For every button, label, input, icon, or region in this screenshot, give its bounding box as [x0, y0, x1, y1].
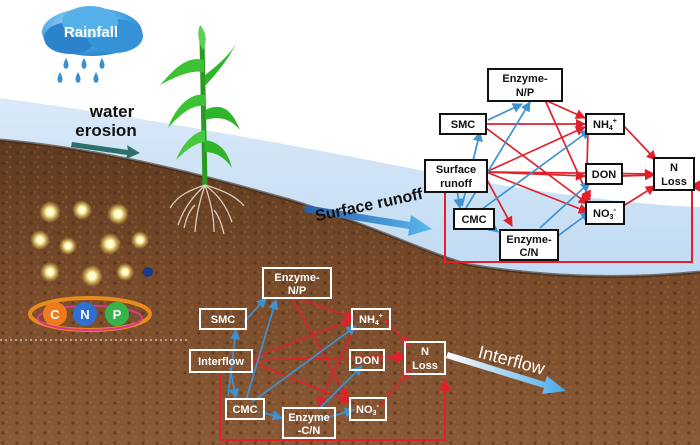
svg-text:N/P: N/P [288, 285, 306, 297]
soil-texture [0, 140, 700, 445]
svg-text:N/P: N/P [516, 87, 534, 99]
subsurface-node-enzyme-cn: Enzyme -C/N [282, 407, 336, 439]
svg-text:NO3-: NO3- [356, 401, 379, 417]
svg-text:DON: DON [592, 169, 617, 181]
svg-text:NO3-: NO3- [593, 205, 616, 221]
surface-node-cmc: CMC [453, 208, 495, 230]
subsurface-node-nh4: NH4+ [351, 308, 391, 330]
svg-text:N: N [670, 162, 678, 174]
surface-runoff-arrow [304, 205, 432, 236]
water-erosion-label-line1: water [89, 102, 135, 121]
surface-network: Enzyme- N/P SMC NH4+ Surface runoff DON … [424, 68, 700, 263]
svg-text:Enzyme: Enzyme [288, 412, 330, 424]
cnp-c-label: C [50, 307, 60, 322]
cnp-badge-icon [28, 296, 152, 332]
subsurface-node-cmc: CMC [225, 398, 265, 420]
svg-text:CMC: CMC [232, 404, 257, 416]
sparkle-cluster-icon [30, 200, 153, 287]
svg-text:NH4+: NH4+ [359, 313, 383, 327]
svg-text:-C/N: -C/N [298, 425, 321, 437]
svg-text:Loss: Loss [412, 360, 438, 372]
surface-node-smc: SMC [439, 113, 487, 135]
surface-node-enzyme-np: Enzyme- N/P [487, 68, 563, 102]
svg-text:CMC: CMC [461, 214, 486, 226]
svg-text:SMC: SMC [211, 314, 236, 326]
surface-node-enzyme-cn: Enzyme- C/N [499, 229, 559, 261]
subsurface-node-no3: NO3- [349, 397, 387, 421]
subsurface-node-n-loss: N Loss [404, 341, 446, 375]
svg-text:runoff: runoff [440, 178, 472, 190]
interflow-arrow [446, 352, 566, 394]
subsurface-node-interflow: Interflow [189, 349, 253, 373]
svg-text:Interflow: Interflow [198, 356, 244, 368]
rainfall-label: Rainfall [64, 24, 118, 41]
surface-node-n-loss: N Loss [653, 157, 695, 191]
svg-text:NH4+: NH4+ [593, 118, 617, 132]
surface-node-surface-runoff: Surface runoff [424, 159, 488, 193]
svg-text:Loss: Loss [661, 176, 687, 188]
rain-cloud-icon [42, 6, 143, 83]
surface-node-nh4: NH4+ [585, 113, 625, 135]
svg-text:DON: DON [355, 355, 380, 367]
svg-text:N: N [421, 346, 429, 358]
svg-text:Surface: Surface [436, 164, 476, 176]
subsurface-node-smc: SMC [199, 308, 247, 330]
water-erosion-label-line2: erosion [75, 121, 136, 140]
cnp-n-label: N [80, 307, 89, 322]
svg-text:Enzyme-: Enzyme- [502, 73, 548, 85]
surface-node-don: DON [585, 163, 623, 185]
svg-text:SMC: SMC [451, 119, 476, 131]
water-erosion-arrow [71, 142, 140, 159]
cnp-p-label: P [113, 307, 122, 322]
surface-node-no3: NO3- [585, 201, 625, 225]
corn-plant-icon [160, 25, 245, 235]
svg-text:Enzyme-: Enzyme- [274, 272, 320, 284]
subsurface-node-enzyme-np: Enzyme- N/P [262, 267, 332, 299]
svg-text:Enzyme-: Enzyme- [506, 234, 552, 246]
subsurface-network: Enzyme- N/P SMC NH4+ Interflow DON N Los… [189, 267, 451, 441]
subsurface-red-loop-arrow [219, 372, 451, 441]
subsurface-node-don: DON [349, 349, 385, 371]
svg-text:C/N: C/N [520, 247, 539, 259]
